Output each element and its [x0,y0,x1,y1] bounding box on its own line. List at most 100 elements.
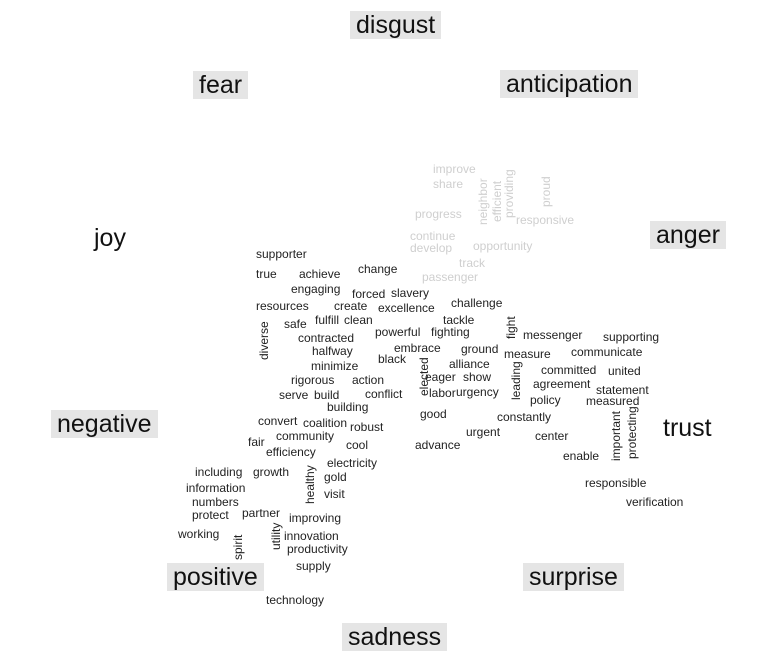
word: conflict [365,387,403,401]
word: supply [296,559,331,573]
word: convert [258,414,298,428]
word: develop [410,241,453,255]
word: electricity [327,456,378,470]
word: resources [256,299,309,313]
word: improving [289,511,342,525]
word: urgency [456,385,499,399]
category-fear: fear [193,71,249,99]
word: coalition [303,416,348,430]
word: protecting [625,406,639,459]
word: opportunity [473,239,533,253]
word: neighbor [476,178,490,225]
word: urgent [466,425,501,439]
category-joy: joy [94,224,126,252]
word: true [256,267,277,281]
word: partner [242,506,281,520]
word: community [276,429,335,443]
word: embrace [394,341,441,355]
category-positive: positive [167,563,264,591]
word: gold [324,470,347,484]
word: supporting [603,330,660,344]
word: serve [279,388,309,402]
word: continue [410,229,456,243]
word: protect [192,508,229,522]
word: clean [344,313,373,327]
word: working [178,527,220,541]
word: excellence [378,301,435,315]
word: fighting [431,325,470,339]
word: supporter [256,247,307,261]
word: forced [352,287,386,301]
category-negative: negative [51,410,158,438]
word: efficiency [266,445,316,459]
word: visit [324,487,345,501]
word: providing [502,169,516,218]
word: building [327,400,369,414]
word: black [378,352,407,366]
word: powerful [375,325,421,339]
word: important [609,410,623,461]
word: statement [596,383,649,397]
word: measure [504,347,551,361]
category-sadness: sadness [342,623,448,651]
word: tackle [443,313,475,327]
category-anger: anger [650,221,726,249]
word: united [608,364,641,378]
word: contracted [298,331,355,345]
word: good [420,407,447,421]
word: utility [269,522,283,550]
word: diverse [257,321,271,360]
word: passenger [422,270,479,284]
word: fight [504,316,518,339]
word: eager [425,370,456,384]
word: verification [626,495,684,509]
word: communicate [571,345,643,359]
word: robust [350,420,384,434]
word: agreement [533,377,591,391]
word: messenger [523,328,583,342]
word: build [314,388,340,402]
word: engaging [291,282,341,296]
word: responsible [585,476,647,490]
word: responsive [516,213,575,227]
word: innovation [284,529,339,543]
word: ground [461,342,499,356]
word: growth [253,465,290,479]
word: numbers [192,495,239,509]
category-anticipation: anticipation [500,70,639,98]
word: advance [415,438,461,452]
word: healthy [303,465,317,504]
word: leading [509,361,523,400]
word: including [195,465,243,479]
word: progress [415,207,462,221]
word: change [358,262,398,276]
word: share [433,177,464,191]
word: action [352,373,385,387]
word: achieve [299,267,341,281]
word: center [535,429,569,443]
word: rigorous [291,373,335,387]
word: enable [563,449,600,463]
word: challenge [451,296,503,310]
word: technology [266,593,325,607]
word: slavery [391,286,430,300]
word: committed [541,363,597,377]
word: proud [539,176,553,207]
word: information [186,481,246,495]
word: policy [530,393,561,407]
word: minimize [311,359,359,373]
category-trust: trust [663,414,712,442]
word: improve [433,162,476,176]
category-surprise: surprise [523,563,624,591]
word: create [334,299,368,313]
word: fair [248,435,265,449]
word: show [463,370,492,384]
word: measured [586,394,640,408]
word: safe [284,317,307,331]
word: halfway [312,344,353,358]
word: fulfill [315,313,340,327]
word: labor [429,386,456,400]
word: spirit [231,534,245,560]
category-disgust: disgust [350,11,442,39]
word: alliance [449,357,490,371]
